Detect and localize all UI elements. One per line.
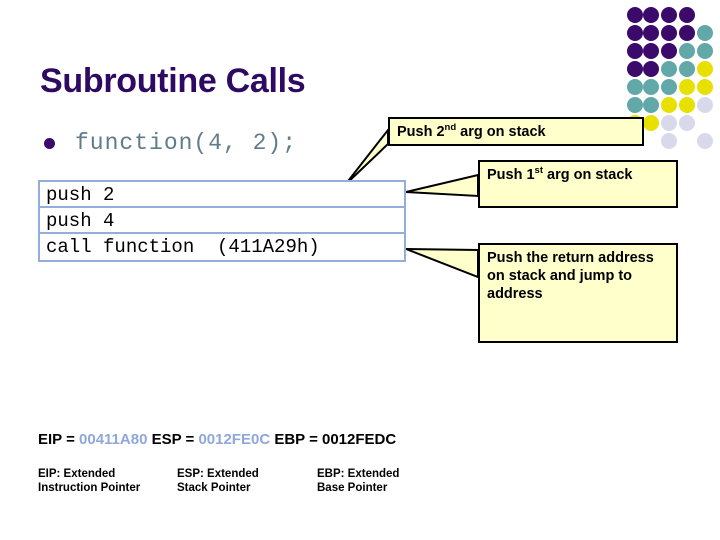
bullet-code-text: function(4, 2);	[75, 130, 298, 156]
page-title: Subroutine Calls	[40, 62, 306, 100]
callout-push-2nd-arg: Push 2nd arg on stack	[388, 117, 644, 146]
esp-value: 0012FE0C	[198, 431, 271, 448]
callout-text: Push 1st arg on stack	[487, 165, 633, 183]
dot	[627, 61, 643, 77]
dot	[627, 97, 643, 113]
bullet-row: function(4, 2);	[44, 130, 297, 156]
legend-item-ebp: EBP: Extended Base Pointer	[317, 467, 477, 495]
callout-tail-2	[405, 173, 479, 198]
legend-line-2: Instruction Pointer	[38, 482, 141, 494]
ebp-value: 0012FEDC	[322, 431, 397, 448]
legend-line-2: Stack Pointer	[177, 482, 251, 494]
code-table: push 2 push 4 call function (411A29h)	[38, 180, 406, 262]
dot	[661, 133, 677, 149]
callout-push-return-address: Push the return address on stack and jum…	[478, 243, 678, 343]
callout-superscript: st	[534, 165, 543, 177]
legend-item-esp: ESP: Extended Stack Pointer	[177, 467, 317, 495]
dot	[679, 115, 695, 131]
legend-line-1: ESP: Extended	[177, 468, 259, 480]
dot	[627, 43, 643, 59]
legend-line-1: EBP: Extended	[317, 468, 400, 480]
eip-value: 00411A80	[79, 431, 148, 448]
dot	[627, 25, 643, 41]
register-legend: EIP: Extended Instruction Pointer ESP: E…	[38, 467, 558, 495]
legend-line-2: Base Pointer	[317, 482, 388, 494]
dot	[661, 115, 677, 131]
code-row: push 2	[40, 182, 404, 208]
eip-label: EIP =	[38, 431, 80, 448]
dot-grid-dots	[643, 7, 713, 113]
callout-text: Push 2nd arg on stack	[397, 121, 546, 140]
callout-tail-3	[405, 248, 479, 279]
dot	[627, 7, 643, 23]
esp-label: ESP =	[147, 431, 199, 448]
callout-push-1st-arg: Push 1st arg on stack	[478, 160, 678, 208]
code-row: call function (411A29h)	[40, 234, 404, 260]
legend-item-eip: EIP: Extended Instruction Pointer	[38, 467, 177, 495]
dot	[643, 115, 659, 131]
registers-line: EIP = 00411A80 ESP = 0012FE0C EBP = 0012…	[38, 431, 396, 448]
callout-tail-1	[344, 127, 389, 186]
ebp-label: EBP =	[270, 431, 322, 448]
callout-superscript: nd	[444, 121, 457, 133]
dot	[697, 133, 713, 149]
callout-text: Push the return address on stack and jum…	[487, 250, 654, 302]
code-row: push 4	[40, 208, 404, 234]
bullet-dot-icon	[44, 137, 55, 149]
legend-line-1: EIP: Extended	[38, 468, 116, 480]
dot	[627, 79, 643, 95]
